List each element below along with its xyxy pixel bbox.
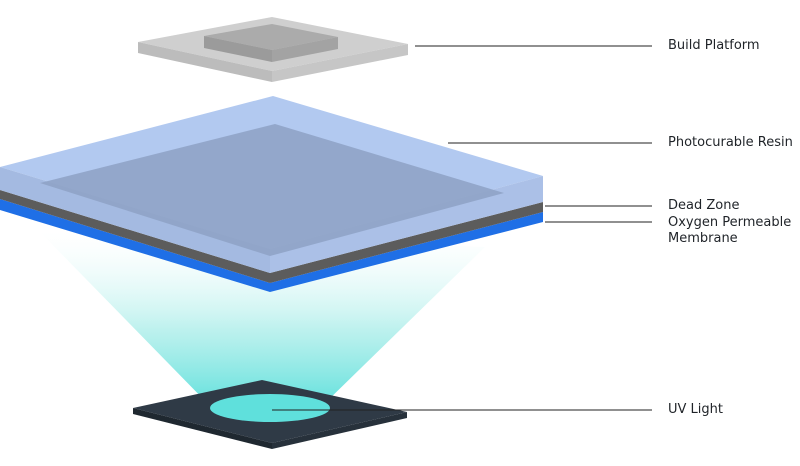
label-oxygen-permeable-membrane: Oxygen Permeable Membrane: [668, 215, 791, 247]
dead-zone-layer: [0, 190, 543, 283]
label-membrane-line1: Oxygen Permeable: [668, 215, 792, 230]
label-photocurable-resin: Photocurable Resin: [668, 135, 793, 151]
uv-light-beam: [40, 232, 485, 408]
build-platform: [138, 17, 408, 82]
label-uv-light-text: UV Light: [668, 402, 723, 417]
label-photocurable-resin-text: Photocurable Resin: [668, 135, 793, 150]
label-dead-zone: Dead Zone: [668, 198, 739, 214]
oxygen-permeable-membrane-layer: [0, 199, 543, 292]
label-dead-zone-text: Dead Zone: [668, 198, 740, 213]
photocurable-resin-slab: [0, 96, 543, 273]
label-build-platform: Build Platform: [668, 38, 760, 54]
label-build-platform-text: Build Platform: [668, 38, 760, 53]
label-uv-light: UV Light: [668, 402, 723, 418]
label-membrane-line2: Membrane: [668, 231, 738, 246]
uv-light-source: [133, 380, 407, 449]
